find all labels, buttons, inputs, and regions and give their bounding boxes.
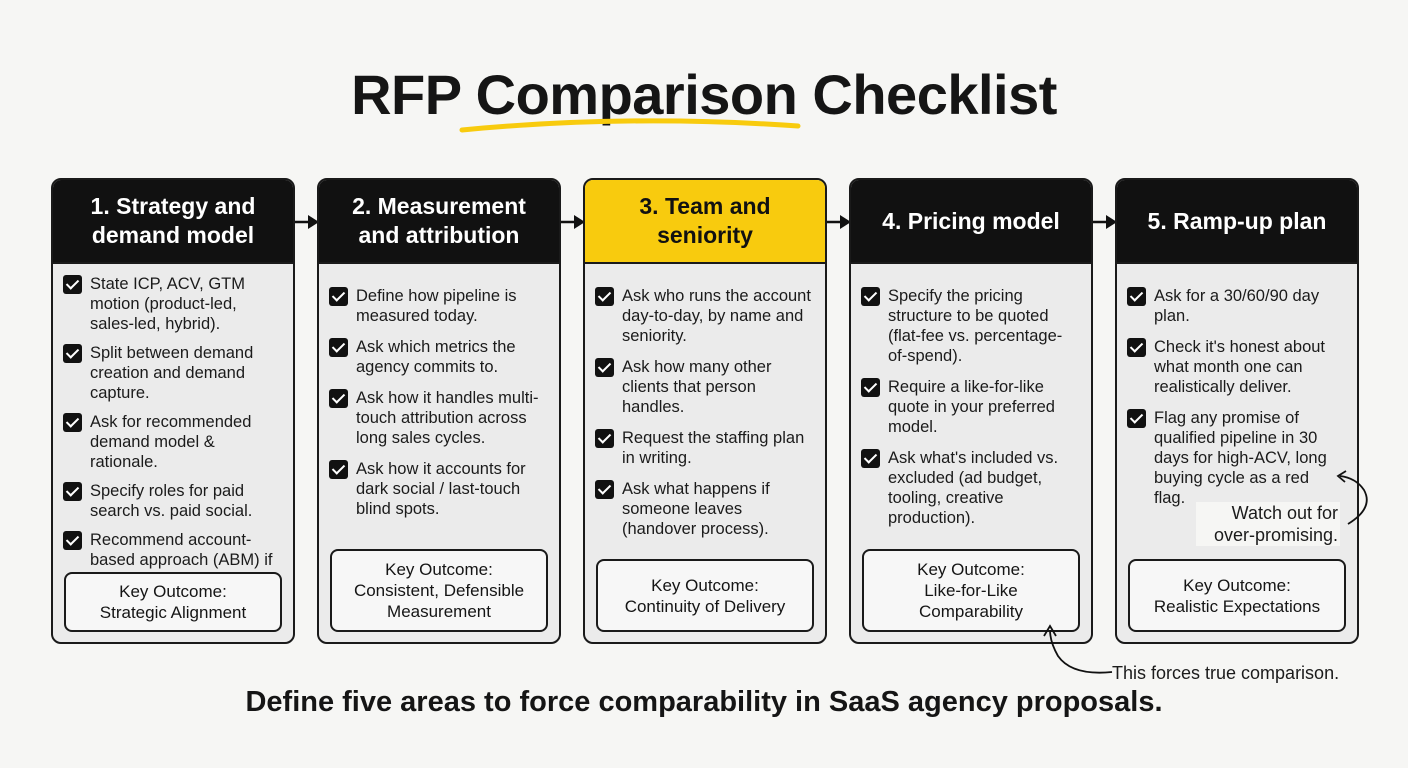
key-outcome-label: Key Outcome: [385, 560, 493, 579]
checkbox-icon [595, 287, 614, 306]
checkbox-icon [1127, 338, 1146, 357]
key-outcome-box: Key Outcome: Consistent, Defensible Meas… [330, 549, 548, 632]
curved-arrow-icon [1336, 470, 1368, 525]
checkbox-icon [595, 429, 614, 448]
card-measurement: 2. Measurement and attribution Define ho… [317, 178, 561, 644]
arrow-right-icon [1093, 215, 1117, 229]
checkbox-icon [63, 531, 82, 550]
checklist: Define how pipeline is measured today. A… [319, 264, 559, 519]
key-outcome-value: Like-for-Like Comparability [919, 581, 1023, 621]
checkbox-icon [63, 344, 82, 363]
page-title: RFP Comparison Checklist [351, 63, 1057, 126]
card-ramp-up: 5. Ramp-up plan Ask for a 30/60/90 day p… [1115, 178, 1359, 644]
key-outcome-label: Key Outcome: [119, 582, 227, 601]
checklist-item: State ICP, ACV, GTM motion (product-led,… [63, 274, 283, 334]
checklist-item: Request the staffing plan in writing. [595, 428, 815, 468]
key-outcome-box: Key Outcome: Strategic Alignment [64, 572, 282, 632]
key-outcome-value: Strategic Alignment [99, 603, 247, 622]
card-heading: 1. Strategy and demand model [53, 180, 293, 264]
card-heading: 3. Team and seniority [585, 180, 825, 264]
arrow-right-icon [561, 215, 585, 229]
arrow-right-icon [295, 215, 319, 229]
key-outcome-value: Continuity of Delivery [624, 596, 786, 616]
card-heading: 4. Pricing model [851, 180, 1091, 264]
checkbox-icon [595, 480, 614, 499]
key-outcome-value: Consistent, Defensible Measurement [353, 581, 525, 621]
card-heading: 2. Measurement and attribution [319, 180, 559, 264]
key-outcome-value: Realistic Expectations [1153, 596, 1321, 616]
checklist-item: Split between demand creation and demand… [63, 343, 283, 403]
checkbox-icon [595, 358, 614, 377]
checklist: Ask for a 30/60/90 day plan. Check it's … [1117, 264, 1357, 508]
checklist-item: Ask how it accounts for dark social / la… [329, 459, 549, 519]
checkbox-icon [861, 449, 880, 468]
checklist-item: Ask for a 30/60/90 day plan. [1127, 286, 1347, 326]
checklist-item: Check it's honest about what month one c… [1127, 337, 1347, 397]
card-team: 3. Team and seniority Ask who runs the a… [583, 178, 827, 644]
card-heading: 5. Ramp-up plan [1117, 180, 1357, 264]
comparison-note: This forces true comparison. [1112, 663, 1340, 683]
checkbox-icon [63, 413, 82, 432]
checklist-item: Require a like-for-like quote in your pr… [861, 377, 1081, 437]
checkbox-icon [63, 482, 82, 501]
checklist-item: Ask what happens if someone leaves (hand… [595, 479, 815, 539]
checkbox-icon [861, 287, 880, 306]
checklist-item: Ask which metrics the agency commits to. [329, 337, 549, 377]
overpromising-note: Watch out for over-promising. [1196, 502, 1340, 546]
title-underline [459, 118, 801, 133]
checklist-item: Specify roles for paid search vs. paid s… [63, 481, 283, 521]
key-outcome-label: Key Outcome: [917, 560, 1025, 579]
checkbox-icon [1127, 287, 1146, 306]
checkbox-icon [329, 389, 348, 408]
key-outcome-box: Key Outcome: Realistic Expectations [1128, 559, 1346, 632]
checkbox-icon [1127, 409, 1146, 428]
arrow-right-icon [827, 215, 851, 229]
checklist-item: Ask what's included vs. excluded (ad bud… [861, 448, 1081, 528]
checkbox-icon [861, 378, 880, 397]
checkbox-icon [329, 287, 348, 306]
checklist-item: Ask who runs the account day-to-day, by … [595, 286, 815, 346]
key-outcome-box: Key Outcome: Like-for-Like Comparability [862, 549, 1080, 632]
checklist-item: Ask how many other clients that person h… [595, 357, 815, 417]
checklist-item: Specify the pricing structure to be quot… [861, 286, 1081, 366]
card-strategy: 1. Strategy and demand model State ICP, … [51, 178, 295, 644]
checklist: Specify the pricing structure to be quot… [851, 264, 1091, 528]
checkbox-icon [329, 338, 348, 357]
key-outcome-label: Key Outcome: [651, 575, 759, 595]
checklist-item: Define how pipeline is measured today. [329, 286, 549, 326]
checklist-item: Ask for recommended demand model & ratio… [63, 412, 283, 472]
card-pricing: 4. Pricing model Specify the pricing str… [849, 178, 1093, 644]
key-outcome-box: Key Outcome: Continuity of Delivery [596, 559, 814, 632]
checkbox-icon [329, 460, 348, 479]
curved-arrow-icon [1043, 624, 1113, 674]
checklist: Ask who runs the account day-to-day, by … [585, 264, 825, 539]
checklist-item: Flag any promise of qualified pipeline i… [1127, 408, 1347, 508]
checklist-item: Ask how it handles multi-touch attributi… [329, 388, 549, 448]
checklist: State ICP, ACV, GTM motion (product-led,… [53, 264, 293, 590]
footer-caption: Define five areas to force comparability… [245, 686, 1163, 718]
checkbox-icon [63, 275, 82, 294]
key-outcome-label: Key Outcome: [1183, 575, 1291, 595]
